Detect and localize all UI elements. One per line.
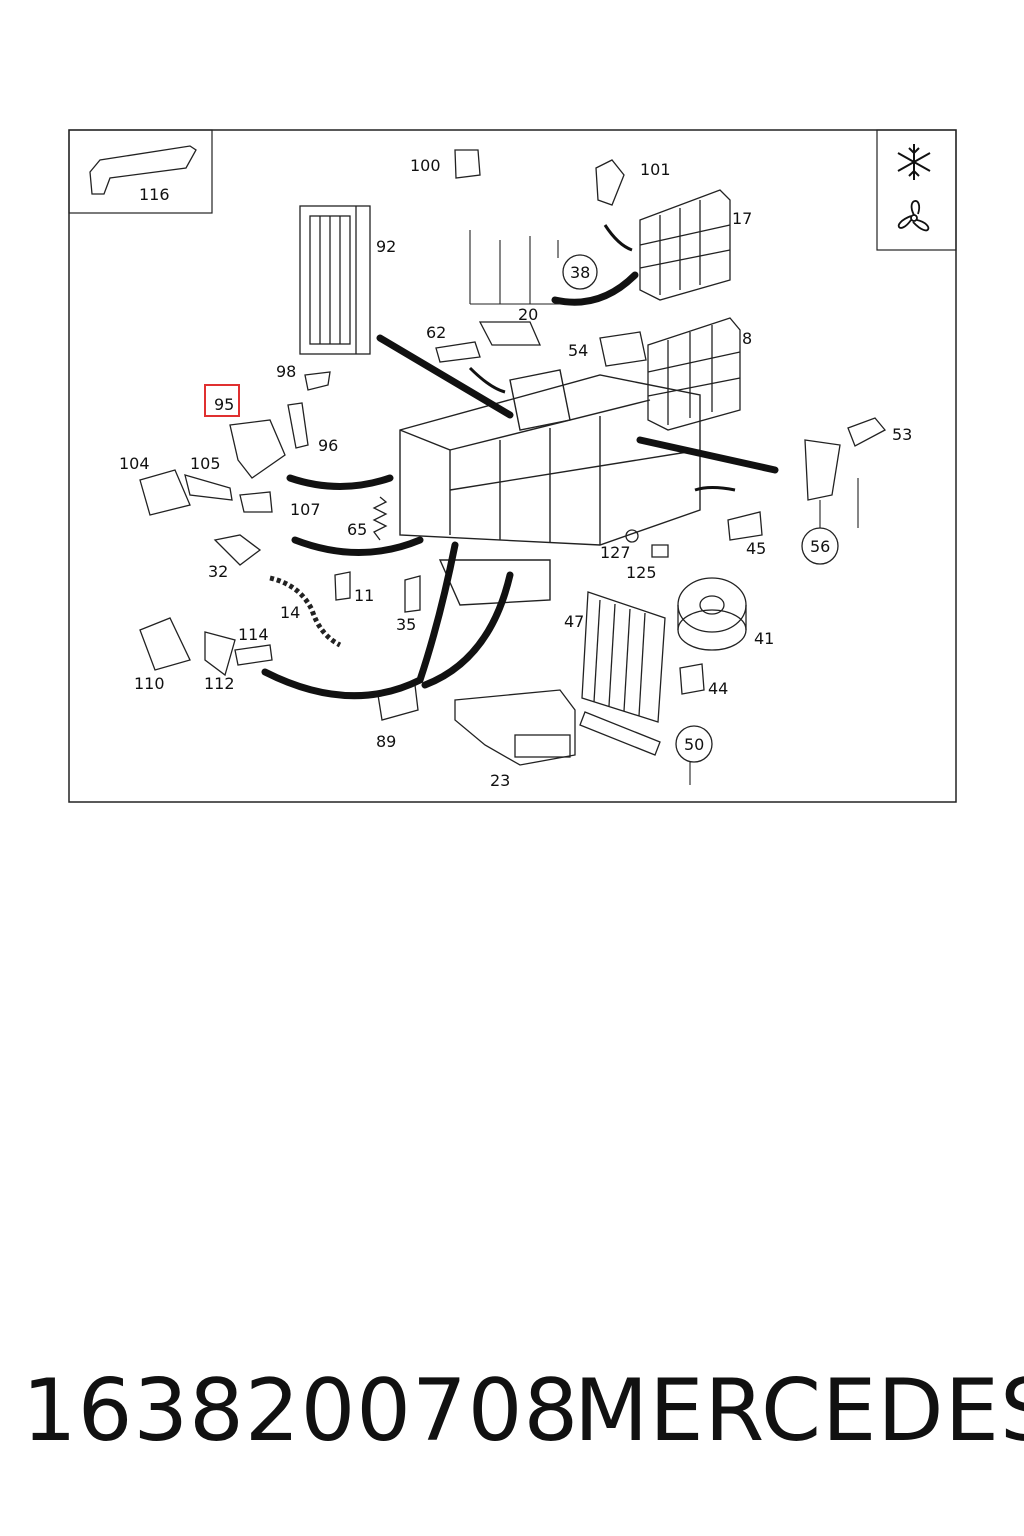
callout-41: 41 [754,629,774,648]
part-41 [677,577,747,651]
part-8 [647,317,741,431]
diagram-frame [68,129,957,803]
circle-callouts [562,254,839,763]
callout-114: 114 [238,625,269,644]
callout-125: 125 [626,563,657,582]
callout-56: 56 [810,537,830,556]
callout-95: 95 [214,395,234,414]
fan-icon [897,200,930,232]
leader-lines [469,230,859,785]
callout-50: 50 [684,735,704,754]
snowflake-icon [897,144,931,180]
callout-89: 89 [376,732,396,751]
inset-box-116 [68,129,213,214]
callout-100: 100 [410,156,441,175]
callout-62: 62 [426,323,446,342]
legend-box [876,129,957,251]
callout-45: 45 [746,539,766,558]
part-17 [639,189,731,301]
callout-110: 110 [134,674,165,693]
callout-14: 14 [280,603,300,622]
callout-17: 17 [732,209,752,228]
callout-105: 105 [190,454,221,473]
assembly-arrows [261,271,779,700]
callout-112: 112 [204,674,235,693]
highlight-box [204,384,240,417]
part-23 [454,689,576,766]
callout-65: 65 [347,520,367,539]
part-92 [299,205,371,355]
part-14 [269,575,342,648]
callout-127: 127 [600,543,631,562]
part-65 [372,496,388,541]
callout-54: 54 [568,341,588,360]
callout-20: 20 [518,305,538,324]
callout-53: 53 [892,425,912,444]
thin-arrows [468,224,736,492]
callout-38: 38 [570,263,590,282]
part-number: 1638200708 [22,1361,580,1461]
part-47 [581,591,666,723]
callout-98: 98 [276,362,296,381]
callout-104: 104 [119,454,150,473]
callout-47: 47 [564,612,584,631]
callout-23: 23 [490,771,510,790]
brand-name: MERCEDES [574,1361,1024,1461]
callout-116: 116 [139,185,170,204]
callout-96: 96 [318,436,338,455]
part-50 [579,711,661,756]
callout-32: 32 [208,562,228,581]
part-116 [89,145,197,195]
callout-35: 35 [396,615,416,634]
callout-8: 8 [742,329,752,348]
callout-44: 44 [708,679,728,698]
callout-11: 11 [354,586,374,605]
callout-92: 92 [376,237,396,256]
small-parts [139,149,887,721]
hvac-housing [399,369,701,606]
callout-101: 101 [640,160,671,179]
callout-107: 107 [290,500,321,519]
